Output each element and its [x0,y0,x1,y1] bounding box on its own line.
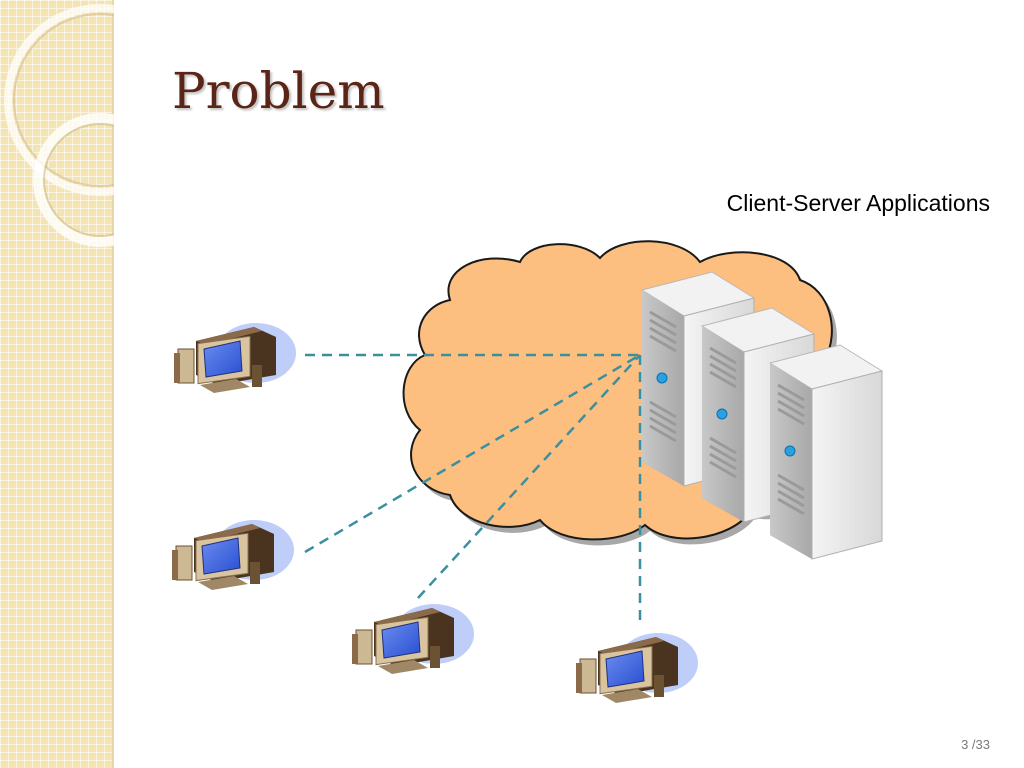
page-number: 3 /33 [961,737,990,752]
decorative-sidebar [0,0,114,768]
connection-client-2 [304,353,641,554]
connection-client-3 [417,354,641,599]
slide-title: Problem [172,62,385,120]
sidebar-rings-decoration [4,4,114,247]
client-2-icon [171,519,295,591]
connection-lines [304,353,642,625]
client-3-icon [351,603,475,675]
diagram-caption: Client-Server Applications [726,190,990,216]
client-1-icon [173,322,297,394]
client-4-icon [575,632,699,704]
server-3-icon [768,343,884,561]
